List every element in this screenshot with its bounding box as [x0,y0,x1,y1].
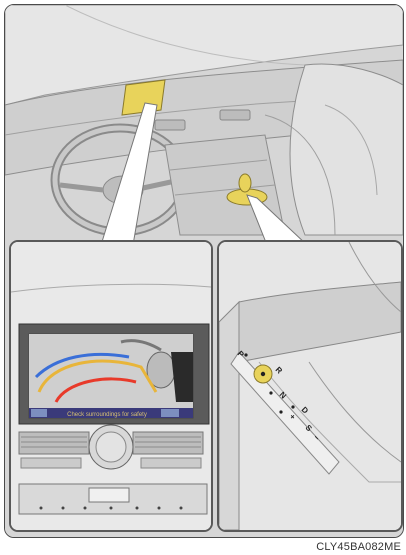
shift-gate-illustration: P R N D + S − [219,242,401,530]
illustration-frame: Check surroundings for safety [4,4,404,538]
screen-message: Check surroundings for safety [67,412,147,418]
display-detail-panel: Check surroundings for safety [9,240,213,532]
display-detail-illustration: Check surroundings for safety [11,242,211,530]
figure-code: CLY45BA082ME [316,541,401,553]
shift-lever-detail-panel: P R N D + S − [217,240,403,532]
